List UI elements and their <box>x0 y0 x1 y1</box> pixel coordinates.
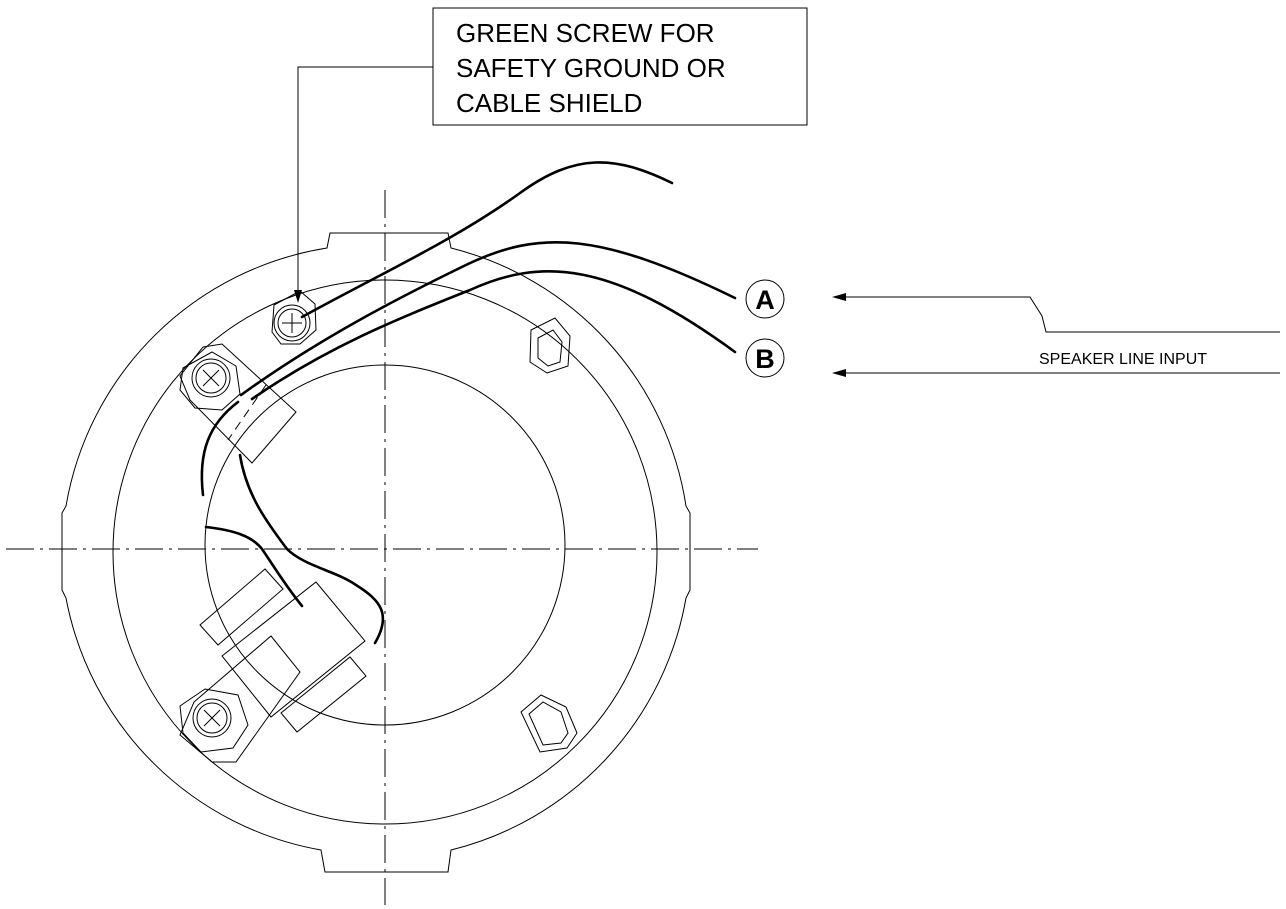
harness-wire-1 <box>238 453 385 645</box>
harness-wire-2 <box>204 525 304 608</box>
harness-loop-left <box>200 400 240 497</box>
transformer-assembly <box>179 568 367 763</box>
callout-arrowhead <box>294 290 302 303</box>
terminal-a-bubble <box>745 279 785 319</box>
callout-line-2: SAFETY GROUND OR <box>456 53 726 83</box>
input-arrowhead-b <box>832 369 846 377</box>
line-wire-b <box>250 270 737 401</box>
ground-wire <box>300 161 674 319</box>
terminal-b-bubble <box>745 338 785 378</box>
upper-clip <box>529 317 571 374</box>
terminal-b-label: B <box>755 344 775 374</box>
outer-housing <box>61 232 691 873</box>
input-leader-a <box>842 296 1280 333</box>
line-wire-a <box>239 241 737 397</box>
lower-clip <box>520 694 578 753</box>
speaker-line-input-label: SPEAKER LINE INPUT <box>1039 351 1207 368</box>
terminal-a-label: A <box>755 285 775 315</box>
upper-terminal-bracket <box>179 343 297 464</box>
green-ground-screw <box>271 290 317 345</box>
callout-leader <box>297 66 433 294</box>
input-arrowhead-a <box>832 293 846 301</box>
callout-line-1: GREEN SCREW FOR <box>456 18 715 48</box>
callout-line-3: CABLE SHIELD <box>456 88 642 118</box>
